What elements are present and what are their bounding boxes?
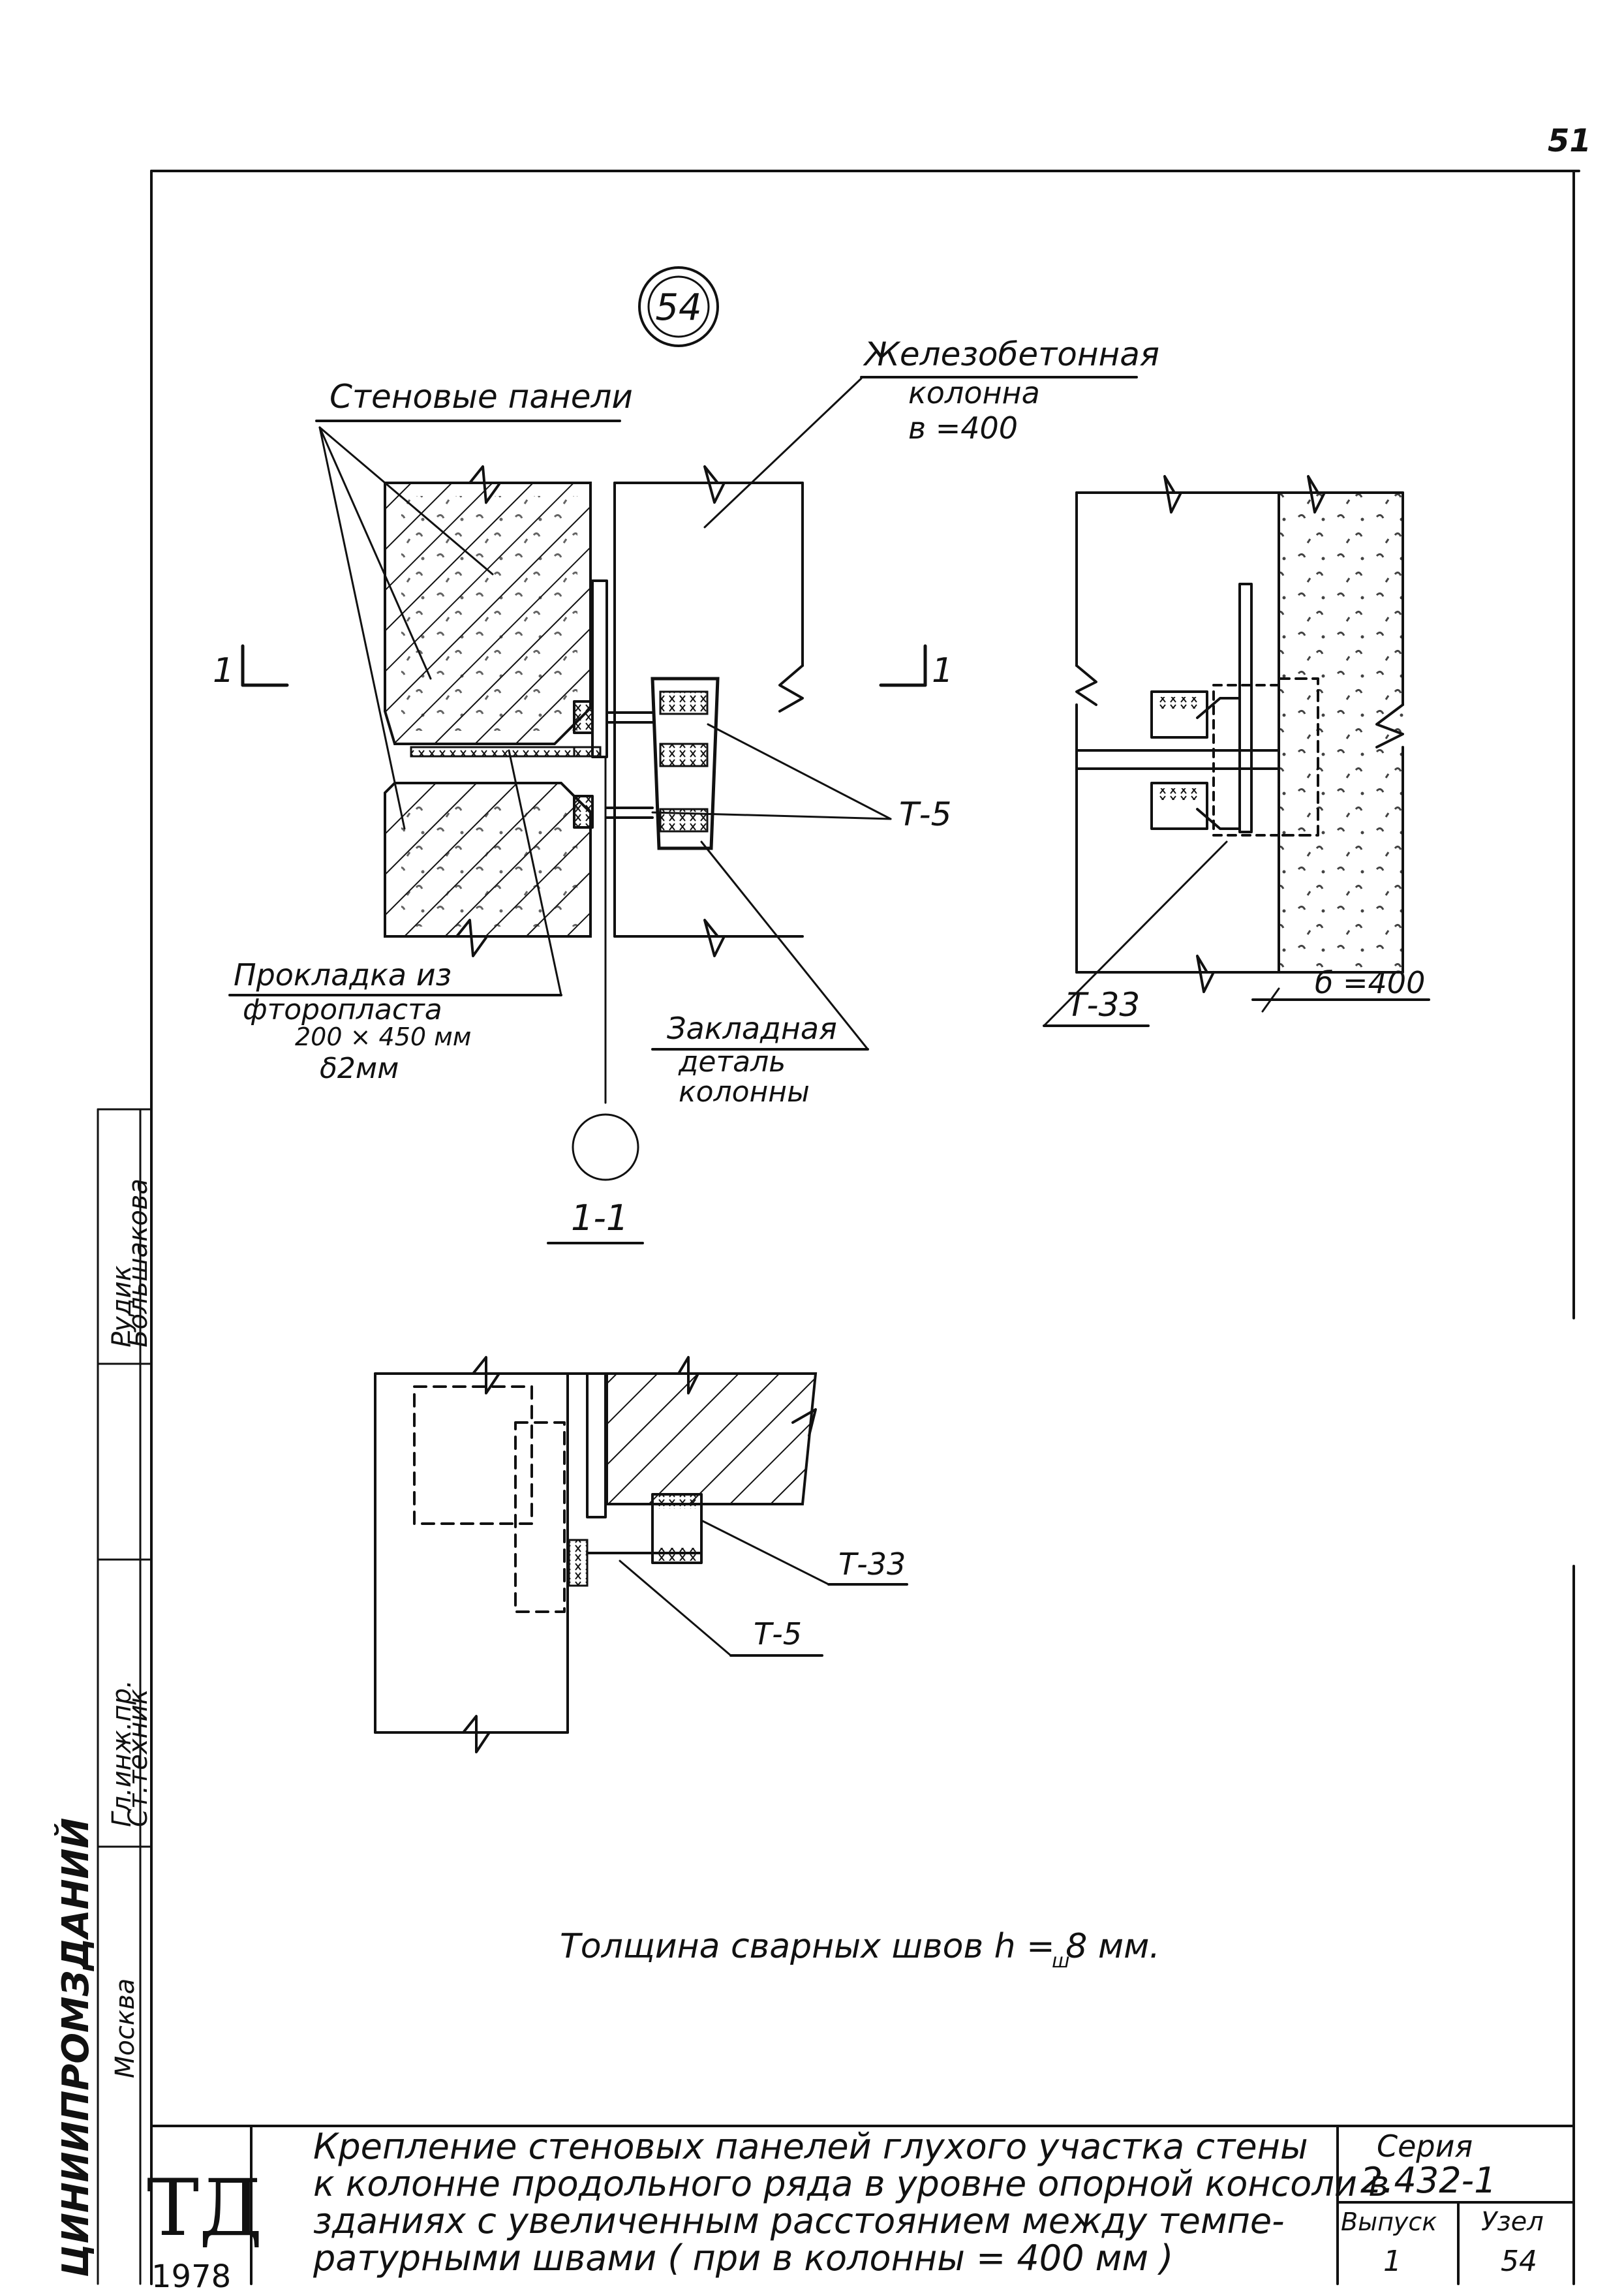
label-column-width: в =400 [908,410,1018,446]
label-embedded-line2: деталь [678,1045,786,1079]
stamp-sig2: Большакова [123,1178,153,1347]
leader-wall-panels [318,426,494,830]
node-marker-number: 54 [655,286,701,329]
section-mark-right [879,644,927,687]
title-line-2: к колонне продольного ряда в уровне опор… [313,2163,1389,2204]
section-mark-right-label: 1 [932,651,953,690]
issue-label: Выпуск [1341,2208,1437,2236]
label-gasket-line3: 200 × 450 мм [295,1023,471,1051]
section-title: 1-1 [571,1197,628,1239]
label-t33-section: Т-33 [838,1547,906,1582]
title-line-1: Крепление стеновых панелей глухого участ… [313,2126,1308,2167]
stamp-role1: Гл.инж.пр. [107,1680,137,1827]
node-value: 54 [1501,2245,1537,2278]
connection-bracket [573,579,654,829]
section-mark-left-label: 1 [213,651,234,690]
wall-panel-upper [384,482,592,745]
series-value: 2.432-1 [1360,2160,1496,2201]
weld-note: Толщина сварных швов h = 8 мм. [560,1927,1160,1966]
node-label: Узел [1481,2207,1544,2237]
label-t33-main: Т-33 [1067,986,1140,1024]
label-gasket-line1: Прокладка из [234,957,452,993]
node-marker: 54 [638,266,719,347]
title-line-3: зданиях с увеличенным расстоянием между … [313,2200,1285,2241]
stamp-role2: Ст.техник [123,1689,153,1827]
side-stamp: ЦИНИИПРОМЗДАНИЙ Москва Гл.инж.пр. Ст.тех… [54,1108,153,2285]
stamp-city: Москва [110,1978,140,2078]
stamp-org: ЦИНИИПРОМЗДАНИЙ [54,1818,97,2277]
section-1-1 [374,1356,818,1753]
axis-line [572,756,639,1181]
title-line-4: ратурными швами ( при в колонны = 400 мм… [313,2238,1173,2279]
label-column-line2: колонна [908,375,1040,410]
label-wall-panels: Стеновые панели [329,378,633,416]
weld-note-subscript: ш [1052,1950,1069,1973]
column-side-view [1075,475,1404,993]
logo: ТД [147,2163,263,2254]
embedded-part-elevation [651,677,720,850]
bracket-side-view [1075,583,1319,837]
wall-panel-lower [384,782,592,938]
year: 1978 [151,2258,231,2293]
label-t5-section: Т-5 [754,1616,802,1652]
gasket-strip [410,746,575,758]
title-block [250,2125,1575,2285]
sheet-frame [150,170,1580,2285]
label-gasket-line4: δ2мм [320,1052,399,1085]
section-mark-left [241,644,289,687]
label-embedded-line3: колонны [679,1075,810,1109]
label-t5-main: Т-5 [899,795,951,833]
leader-t5-main [651,723,892,820]
label-gasket-line2: фторопласта [243,993,442,1026]
label-column-line1: Железобетонная [863,335,1159,373]
label-width-right: б =400 [1315,965,1425,1000]
series-label: Серия [1377,2129,1473,2164]
label-embedded-line1: Закладная [667,1011,837,1046]
page-number: 51 [1548,123,1591,159]
column-elevation [613,465,804,957]
issue-value: 1 [1383,2245,1402,2278]
stamp-sig1: Рудик [107,1265,137,1347]
